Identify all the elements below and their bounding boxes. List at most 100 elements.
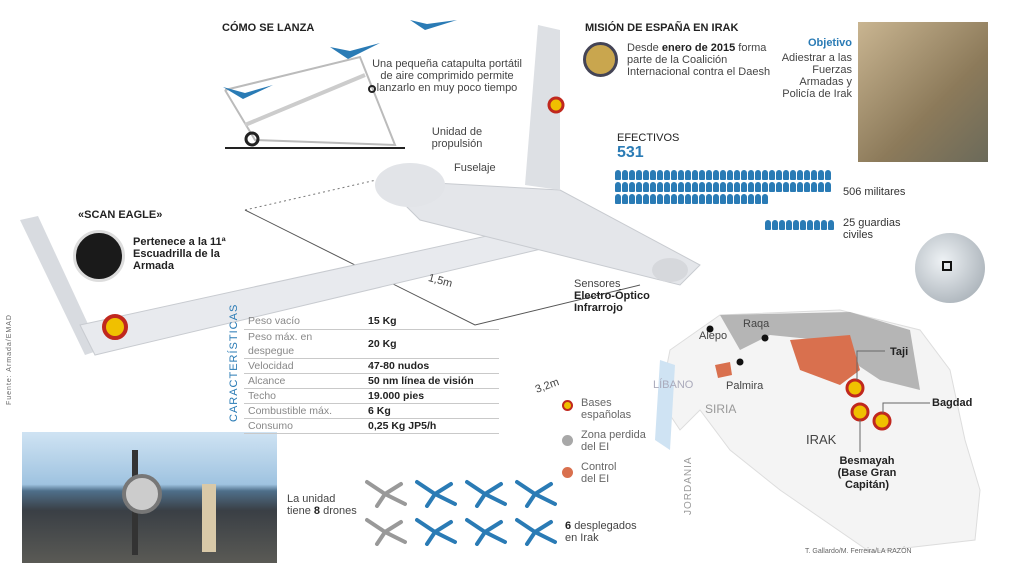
soldier-icon — [706, 194, 712, 204]
personnel-title: EFECTIVOS — [617, 132, 680, 144]
spanish-base-marker — [845, 378, 865, 398]
spanish-roundel — [547, 96, 565, 114]
globe-icon — [915, 233, 985, 303]
military-count-label: 506 militares — [843, 186, 906, 198]
spanish-flag-icon — [562, 400, 573, 411]
launch-description: Una pequeña catapulta portátil de aire c… — [372, 58, 522, 94]
soldier-icon — [629, 182, 635, 192]
soldier-icon — [825, 170, 831, 180]
base-taji: Taji — [890, 346, 909, 358]
soldier-icon — [699, 194, 705, 204]
soldier-icon — [664, 194, 670, 204]
soldier-icon — [685, 182, 691, 192]
soldier-icon — [650, 194, 656, 204]
ship-deck-photo — [22, 432, 277, 563]
soldier-icon — [769, 182, 775, 192]
soldier-icon — [755, 194, 761, 204]
soldier-icon — [650, 170, 656, 180]
soldier-icon — [762, 182, 768, 192]
soldier-icon — [741, 182, 747, 192]
soldier-icon — [650, 182, 656, 192]
soldier-icon — [615, 182, 621, 192]
iraq-syria-map — [655, 309, 981, 553]
soldier-icon — [741, 170, 747, 180]
deployed-drone-icon — [415, 480, 457, 508]
spanish-base-marker — [850, 402, 870, 422]
soldier-icon — [814, 220, 820, 230]
soldier-icon — [636, 182, 642, 192]
scan-eagle-title: «SCAN EAGLE» — [78, 209, 163, 221]
guards-count-label: 25 guardias civiles — [843, 217, 901, 241]
soldier-icon — [762, 170, 768, 180]
soldier-icon — [783, 182, 789, 192]
soldier-icon — [636, 194, 642, 204]
soldier-icon — [762, 194, 768, 204]
soldier-icon — [734, 182, 740, 192]
soldier-icon — [793, 220, 799, 230]
soldier-icon — [657, 170, 663, 180]
soldier-icon — [783, 170, 789, 180]
soldier-icon — [755, 170, 761, 180]
objective-text: Adiestrar a las Fuerzas Armadas y Policí… — [781, 52, 852, 100]
soldier-icon — [643, 182, 649, 192]
soldier-icon — [797, 170, 803, 180]
soldier-icon — [622, 194, 628, 204]
ei-control-dot-icon — [562, 467, 573, 478]
soldier-icon — [734, 194, 740, 204]
label-fuselage: Fuselaje — [454, 162, 496, 174]
soldier-icon — [797, 182, 803, 192]
deployed-drone-icon — [415, 518, 457, 546]
soldier-icon — [790, 170, 796, 180]
soldier-icon — [622, 182, 628, 192]
soldier-icon — [671, 182, 677, 192]
soldier-icon — [636, 170, 642, 180]
drone-launch-icon — [330, 43, 380, 59]
soldier-icon — [692, 182, 698, 192]
city-raqa: Raqa — [743, 318, 770, 330]
country-siria: SIRIA — [705, 402, 737, 416]
deployed-drone-icon — [515, 480, 557, 508]
soldier-icon — [692, 194, 698, 204]
soldier-icon — [779, 220, 785, 230]
personnel-total: 531 — [617, 144, 644, 161]
city-marker — [761, 334, 769, 342]
soldier-icon — [734, 170, 740, 180]
mission-title: MISIÓN DE ESPAÑA EN IRAK — [585, 22, 739, 34]
soldier-icon — [811, 182, 817, 192]
soldier-icon — [629, 194, 635, 204]
soldier-icon — [790, 182, 796, 192]
soldier-icon — [765, 220, 771, 230]
soldier-icon — [657, 182, 663, 192]
soldier-icon — [818, 182, 824, 192]
label-sensors: Sensores — [574, 278, 621, 290]
soldier-icon — [804, 170, 810, 180]
deployed-label: 6 desplegados en Irak — [565, 520, 637, 544]
soldier-icon — [678, 194, 684, 204]
soldier-icon — [800, 220, 806, 230]
soldier-icon — [776, 182, 782, 192]
spanish-base-marker — [872, 411, 892, 431]
reserve-drone-icon — [365, 480, 407, 508]
base-besmayah: Besmayah (Base Gran Capitán) — [837, 455, 897, 491]
soldier-icon — [692, 170, 698, 180]
lost-zone-dot-icon — [562, 435, 573, 446]
soldier-icon — [811, 170, 817, 180]
fleet-total-label: La unidad tiene 8 drones — [287, 493, 357, 517]
soldier-icon — [828, 220, 834, 230]
soldier-icon — [821, 220, 827, 230]
soldier-icon — [727, 170, 733, 180]
soldier-icon — [713, 194, 719, 204]
city-palmira: Palmira — [726, 380, 764, 392]
soldier-icon — [713, 170, 719, 180]
graphic-credit: T. Gallardo/M. Ferreira/LA RAZÓN — [805, 548, 912, 555]
deployed-drone-icon — [515, 518, 557, 546]
spec-row: Combustible máx.6 Kg — [244, 403, 499, 419]
city-marker — [706, 325, 714, 333]
soldier-icon — [664, 170, 670, 180]
soldier-icon — [807, 220, 813, 230]
soldier-icon — [671, 170, 677, 180]
